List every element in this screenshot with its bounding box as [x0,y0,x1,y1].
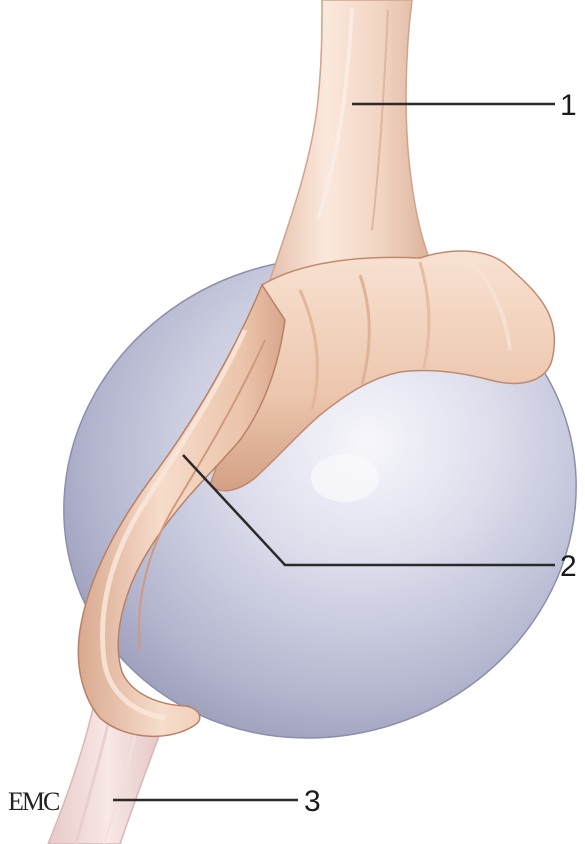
publisher-logo: EMC [8,787,59,816]
spermatic-cord [270,0,430,280]
callout-label-3: 3 [304,785,321,818]
callout-label-2: 2 [560,550,577,583]
callout-label-1: 1 [560,89,577,122]
